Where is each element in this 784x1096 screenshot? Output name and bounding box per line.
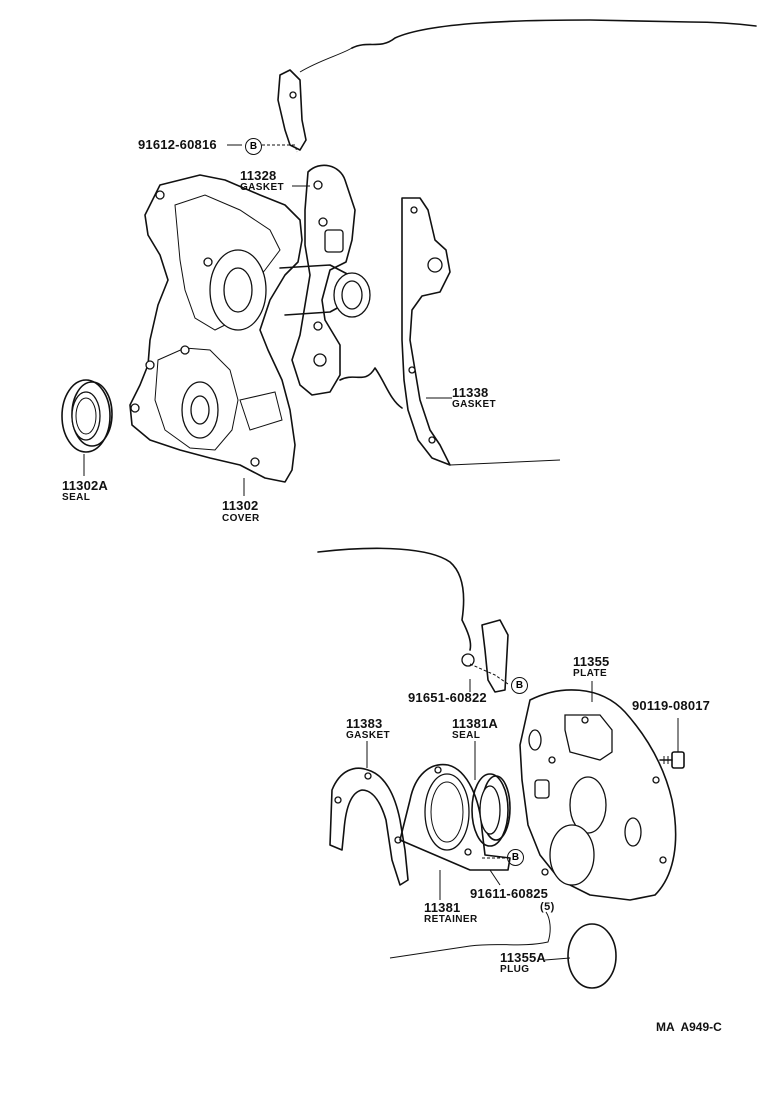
part-desc-11381: RETAINER <box>424 914 478 925</box>
retainer-11381 <box>399 763 511 871</box>
part-desc-11338: GASKET <box>452 399 497 410</box>
part-number-91612: 91612-60816 <box>138 137 217 152</box>
part-desc-11355a: PLUG <box>500 964 530 975</box>
part-desc-11302a: SEAL <box>62 492 91 503</box>
gasket-11338-shape <box>401 197 451 466</box>
part-desc-11381a: SEAL <box>452 730 481 741</box>
part-number-11381: 11381 <box>424 900 461 915</box>
engine-outline-top <box>351 19 757 49</box>
part-number-90119: 90119-08017 <box>632 698 711 713</box>
rear-plate-11355 <box>519 689 677 901</box>
gasket-11328-shape <box>291 164 356 396</box>
part-desc-11383: GASKET <box>346 730 391 741</box>
bolt-90119 <box>659 718 685 769</box>
part-number-11383: 11383 <box>346 716 383 731</box>
part-desc-11302: COVER <box>222 513 260 524</box>
part-qty-91611: (5) <box>540 901 555 913</box>
engine-outline-top-left <box>299 47 353 73</box>
diagram-code: MA A949-C <box>656 1020 722 1034</box>
part-number-11381a: 11381A <box>452 716 499 731</box>
part-number-11338: 11338 <box>452 385 489 400</box>
part-number-11302a: 11302A <box>62 478 109 493</box>
timing-bracket <box>277 69 307 151</box>
engine-outline-bottom <box>317 547 472 651</box>
part-desc-11328: GASKET <box>240 182 285 193</box>
marker-b-91611: B <box>507 849 524 866</box>
block-edge-mid <box>339 367 403 409</box>
seal-11381a-drawing <box>471 773 511 847</box>
marker-b-91612: B <box>245 138 262 155</box>
part-number-11355a: 11355A <box>500 950 547 965</box>
part-number-11328: 11328 <box>240 168 277 183</box>
plug-11355a-drawing <box>567 923 617 989</box>
gasket-11383-shape <box>329 767 409 886</box>
seal-11302a-drawing <box>61 379 113 453</box>
part-number-91651: 91651-60822 <box>408 690 487 705</box>
marker-b-91651: B <box>511 677 528 694</box>
part-number-11302: 11302 <box>222 498 259 513</box>
timing-cover-11302 <box>129 174 371 483</box>
part-number-11355: 11355 <box>573 654 610 669</box>
part-number-91611: 91611-60825 <box>470 886 549 901</box>
part-desc-11355: PLATE <box>573 668 608 679</box>
